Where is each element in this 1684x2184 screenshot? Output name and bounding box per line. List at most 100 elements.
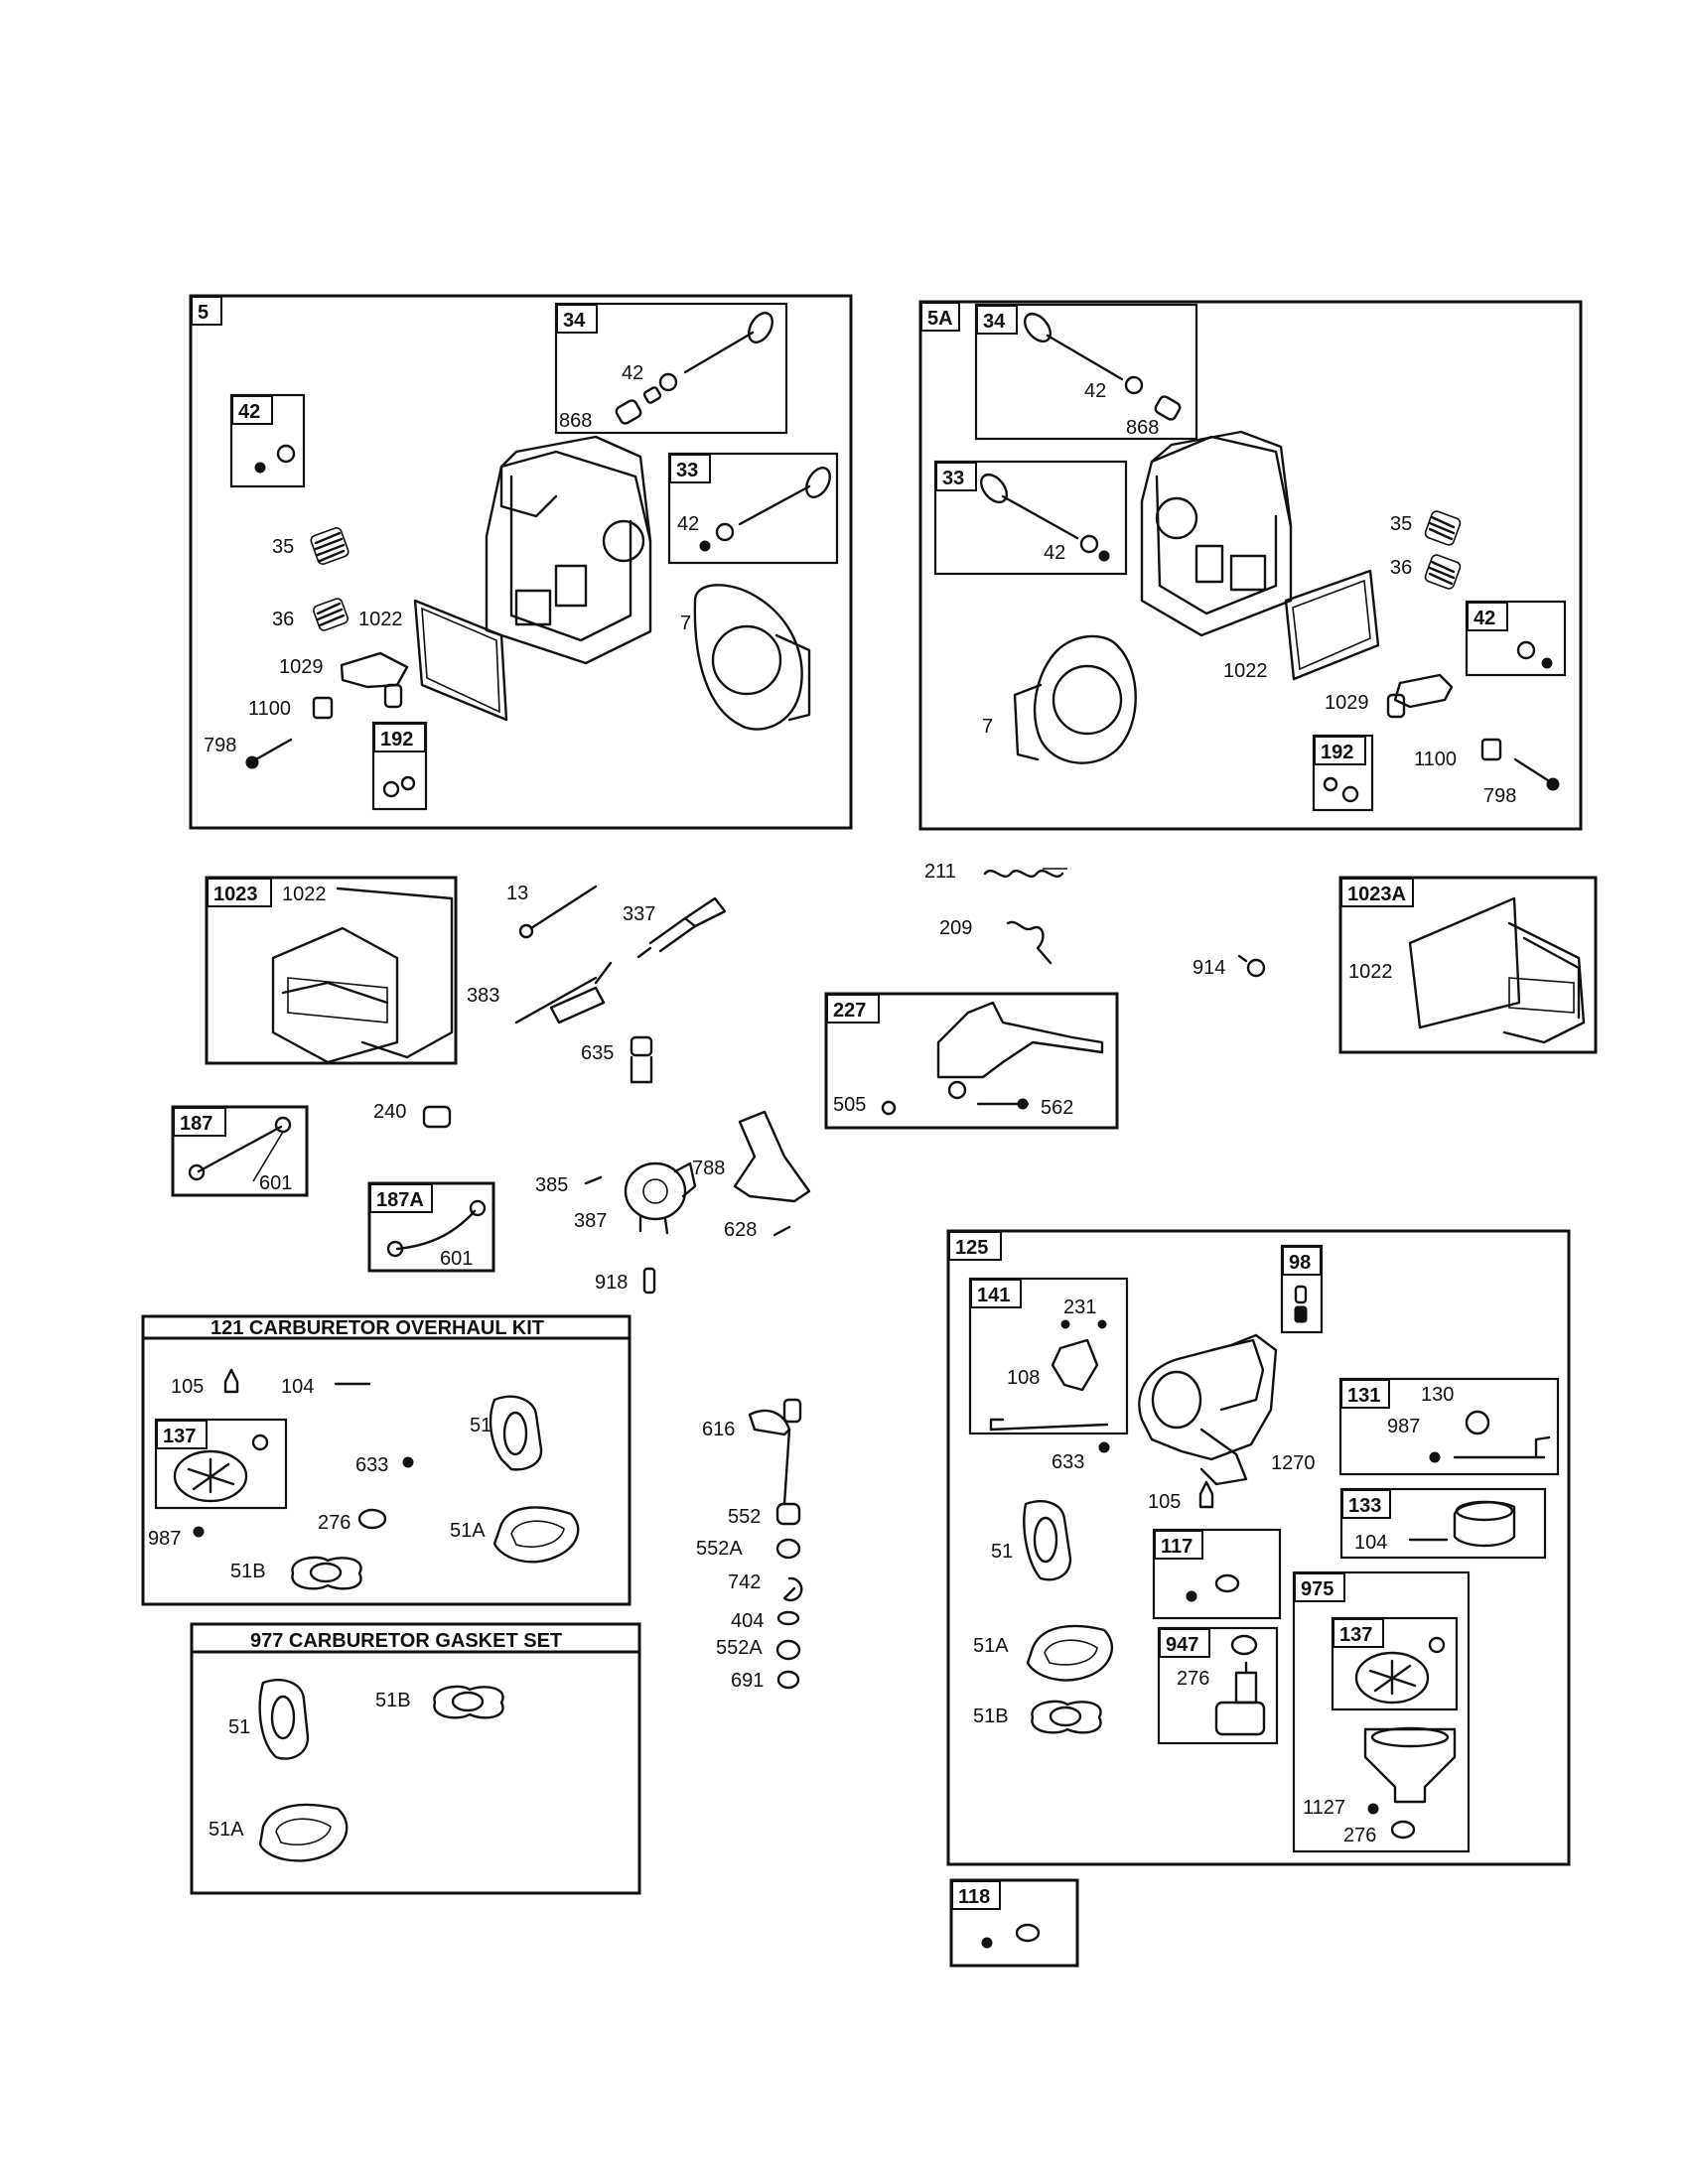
tag-227: 227 [833,1000,866,1022]
diaphragm-137-icon [1354,1636,1446,1705]
label-13: 13 [506,883,528,904]
jet-105-icon [223,1368,239,1394]
spring-211-icon [983,868,1067,879]
tube-icon [386,1199,487,1258]
label-51: 51 [228,1716,250,1738]
tag-5: 5 [198,302,209,324]
label-387: 387 [574,1210,607,1232]
gasket-51a-icon [492,1506,580,1564]
plug-987-icon [193,1526,205,1538]
tube-icon [188,1116,292,1182]
tag-133: 133 [1348,1495,1381,1517]
loose-parts: 13 337 383 635 240 385 387 788 628 918 2… [373,861,1266,1295]
gasket-1022-icon [413,599,508,722]
tag-137-975: 137 [1339,1624,1372,1646]
group-5-cylinder-head: 5 34 42 868 42 33 42 [189,294,853,830]
screw-914-icon [1237,954,1266,978]
label-108: 108 [1007,1367,1040,1389]
label-51a: 51A [450,1520,486,1542]
head-gasket-7-icon [1013,634,1137,764]
label-1022: 1022 [1348,961,1393,983]
tag-33-left: 33 [676,460,698,481]
label-868: 868 [1126,417,1159,439]
spring-35-icon [1424,510,1462,546]
kit-121-title: 121 CARBURETOR OVERHAUL KIT [210,1317,544,1339]
tag-1023a: 1023A [1347,884,1406,905]
spark-plug-337-icon [636,896,727,959]
gasket-51b-icon [291,1556,362,1590]
tag-187a: 187A [376,1189,424,1211]
label-385: 385 [535,1174,568,1196]
gasket-51-icon [258,1679,310,1760]
valve-intake-icon [979,473,1110,562]
label-276: 276 [1343,1825,1376,1846]
tag-118: 118 [958,1886,990,1908]
tag-5a: 5A [927,308,953,330]
center-column-parts: 616 552 552A 742 404 552A 691 [696,1398,803,1692]
label-240: 240 [373,1101,406,1123]
bolt-13-icon [518,885,598,939]
tag-117: 117 [1161,1536,1193,1558]
tag-42-right: 42 [1474,608,1495,629]
bowl-975-icon [1363,1726,1457,1840]
group-1023a-valve-cover: 1023A 1022 [1338,876,1598,1054]
label-209: 209 [939,917,972,939]
gasket-51a-icon [1026,1624,1114,1682]
group-121-overhaul-kit: 121 CARBURETOR OVERHAUL KIT 105 104 51 6… [141,1314,632,1606]
valve-cover-icon [1408,896,1586,1044]
label-868: 868 [559,410,592,432]
label-914: 914 [1193,957,1225,979]
label-36: 36 [1390,557,1412,579]
tag-137-kit: 137 [163,1426,196,1447]
clip-742-icon [782,1576,803,1602]
washer-276-icon [357,1508,387,1530]
group-118: 118 [949,1878,1079,1968]
group-125-carburetor: 125 141 231 108 633 98 1 [946,1229,1571,1866]
label-7: 7 [680,613,691,634]
label-1127: 1127 [1303,1797,1345,1819]
tag-1023: 1023 [213,884,258,905]
valve-cover-icon [271,887,454,1064]
gasket-51a-icon [258,1803,349,1862]
label-130: 130 [1421,1384,1454,1406]
rocker-arm-1029-icon [340,651,409,709]
group-187-tube: 187 601 [171,1105,309,1197]
label-798: 798 [1483,785,1516,807]
label-35: 35 [272,536,294,558]
label-1022: 1022 [1223,660,1268,682]
tag-42-left: 42 [238,401,260,423]
tag-98: 98 [1289,1252,1311,1274]
label-105: 105 [1148,1491,1181,1513]
label-42: 42 [1044,542,1065,564]
seal-552a-icon [775,1538,801,1560]
bushing-552-icon [775,1502,801,1526]
group-1023-valve-cover: 1023 1022 [205,876,458,1065]
label-628: 628 [724,1219,757,1241]
group-977-gasket-set: 977 CARBURETOR GASKET SET 51 51B 51A [190,1622,641,1895]
label-1029: 1029 [1325,692,1369,714]
fuel-pump-387-icon [624,1161,697,1235]
gasket-51b-icon [433,1685,504,1719]
group-227-bracket: 227 505 562 [824,992,1119,1130]
gasket-51b-icon [1031,1700,1102,1734]
jet-105-icon [1198,1480,1214,1509]
tag-187: 187 [180,1113,212,1135]
label-505: 505 [833,1094,866,1116]
label-51b: 51B [973,1706,1009,1727]
keeper-icon [1516,640,1553,669]
screw-633-icon [402,1456,414,1468]
plug-635-icon [630,1035,653,1084]
screw-385-icon [584,1175,603,1185]
group-187a-tube: 187A 601 [367,1181,495,1273]
label-105: 105 [171,1376,204,1398]
gasket-set-977-title: 977 CARBURETOR GASKET SET [250,1630,562,1652]
tag-33-right: 33 [942,468,964,489]
tag-131: 131 [1347,1385,1380,1407]
gasket-1022-icon [1284,569,1380,681]
solenoid-947-icon [1214,1634,1266,1736]
label-36: 36 [272,609,294,630]
label-742: 742 [728,1571,761,1593]
label-1022: 1022 [282,884,327,905]
gasket-51-icon [1023,1500,1072,1581]
label-691: 691 [731,1670,764,1692]
